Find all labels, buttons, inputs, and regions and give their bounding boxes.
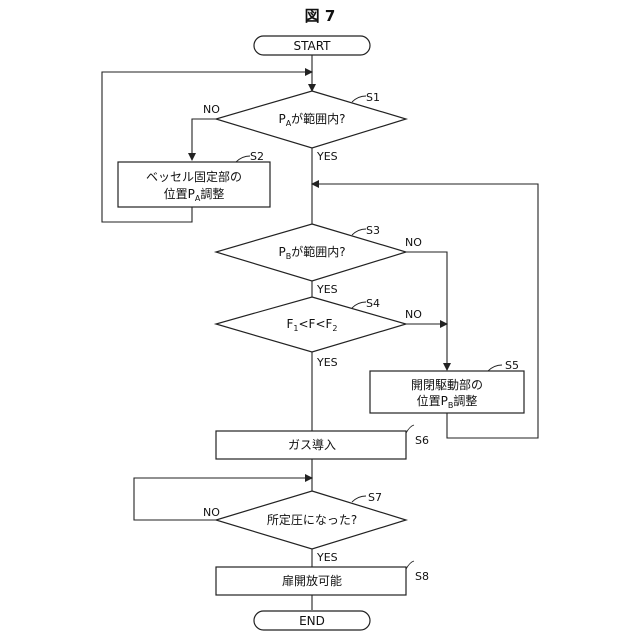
s3-step-leader [352, 229, 366, 235]
s4-no-label: NO [405, 308, 422, 321]
s4-step-label: S4 [366, 297, 380, 310]
start-label: START [293, 39, 331, 53]
end-label: END [299, 614, 325, 628]
s1-no-label: NO [203, 103, 220, 116]
figure-title: 図 7 [305, 7, 336, 25]
s4-yes-label: YES [316, 356, 338, 369]
s7-step-label: S7 [368, 491, 382, 504]
s6-step-leader [406, 425, 414, 433]
s3-no-label: NO [405, 236, 422, 249]
s7-step-leader [352, 496, 366, 502]
s1-yes-label: YES [316, 150, 338, 163]
s7-label: 所定圧になった? [267, 512, 357, 527]
s7-yes-label: YES [316, 551, 338, 564]
s5-label-line1: 開閉駆動部の [411, 377, 483, 392]
s2-step-label: S2 [250, 150, 264, 163]
s1-step-label: S1 [366, 91, 380, 104]
s8-label: 扉開放可能 [282, 573, 342, 588]
s2-step-leader [236, 156, 250, 162]
s6-label: ガス導入 [288, 438, 336, 452]
s4-step-leader [352, 302, 366, 308]
s5-step-label: S5 [505, 359, 519, 372]
s5-label-line2: 位置PB調整 [417, 393, 478, 410]
s8-step-label: S8 [415, 570, 429, 583]
s6-step-label: S6 [415, 434, 429, 447]
s7-no-label: NO [203, 506, 220, 519]
s3-yes-label: YES [316, 283, 338, 296]
s1-step-leader [352, 96, 366, 102]
connector-s1-no [192, 119, 216, 160]
s2-label-line1: ベッセル固定部の [146, 169, 242, 184]
s2-label-line2: 位置PA調整 [164, 186, 225, 203]
s3-step-label: S3 [366, 224, 380, 237]
s8-step-leader [406, 561, 414, 569]
s5-step-leader [488, 365, 502, 371]
